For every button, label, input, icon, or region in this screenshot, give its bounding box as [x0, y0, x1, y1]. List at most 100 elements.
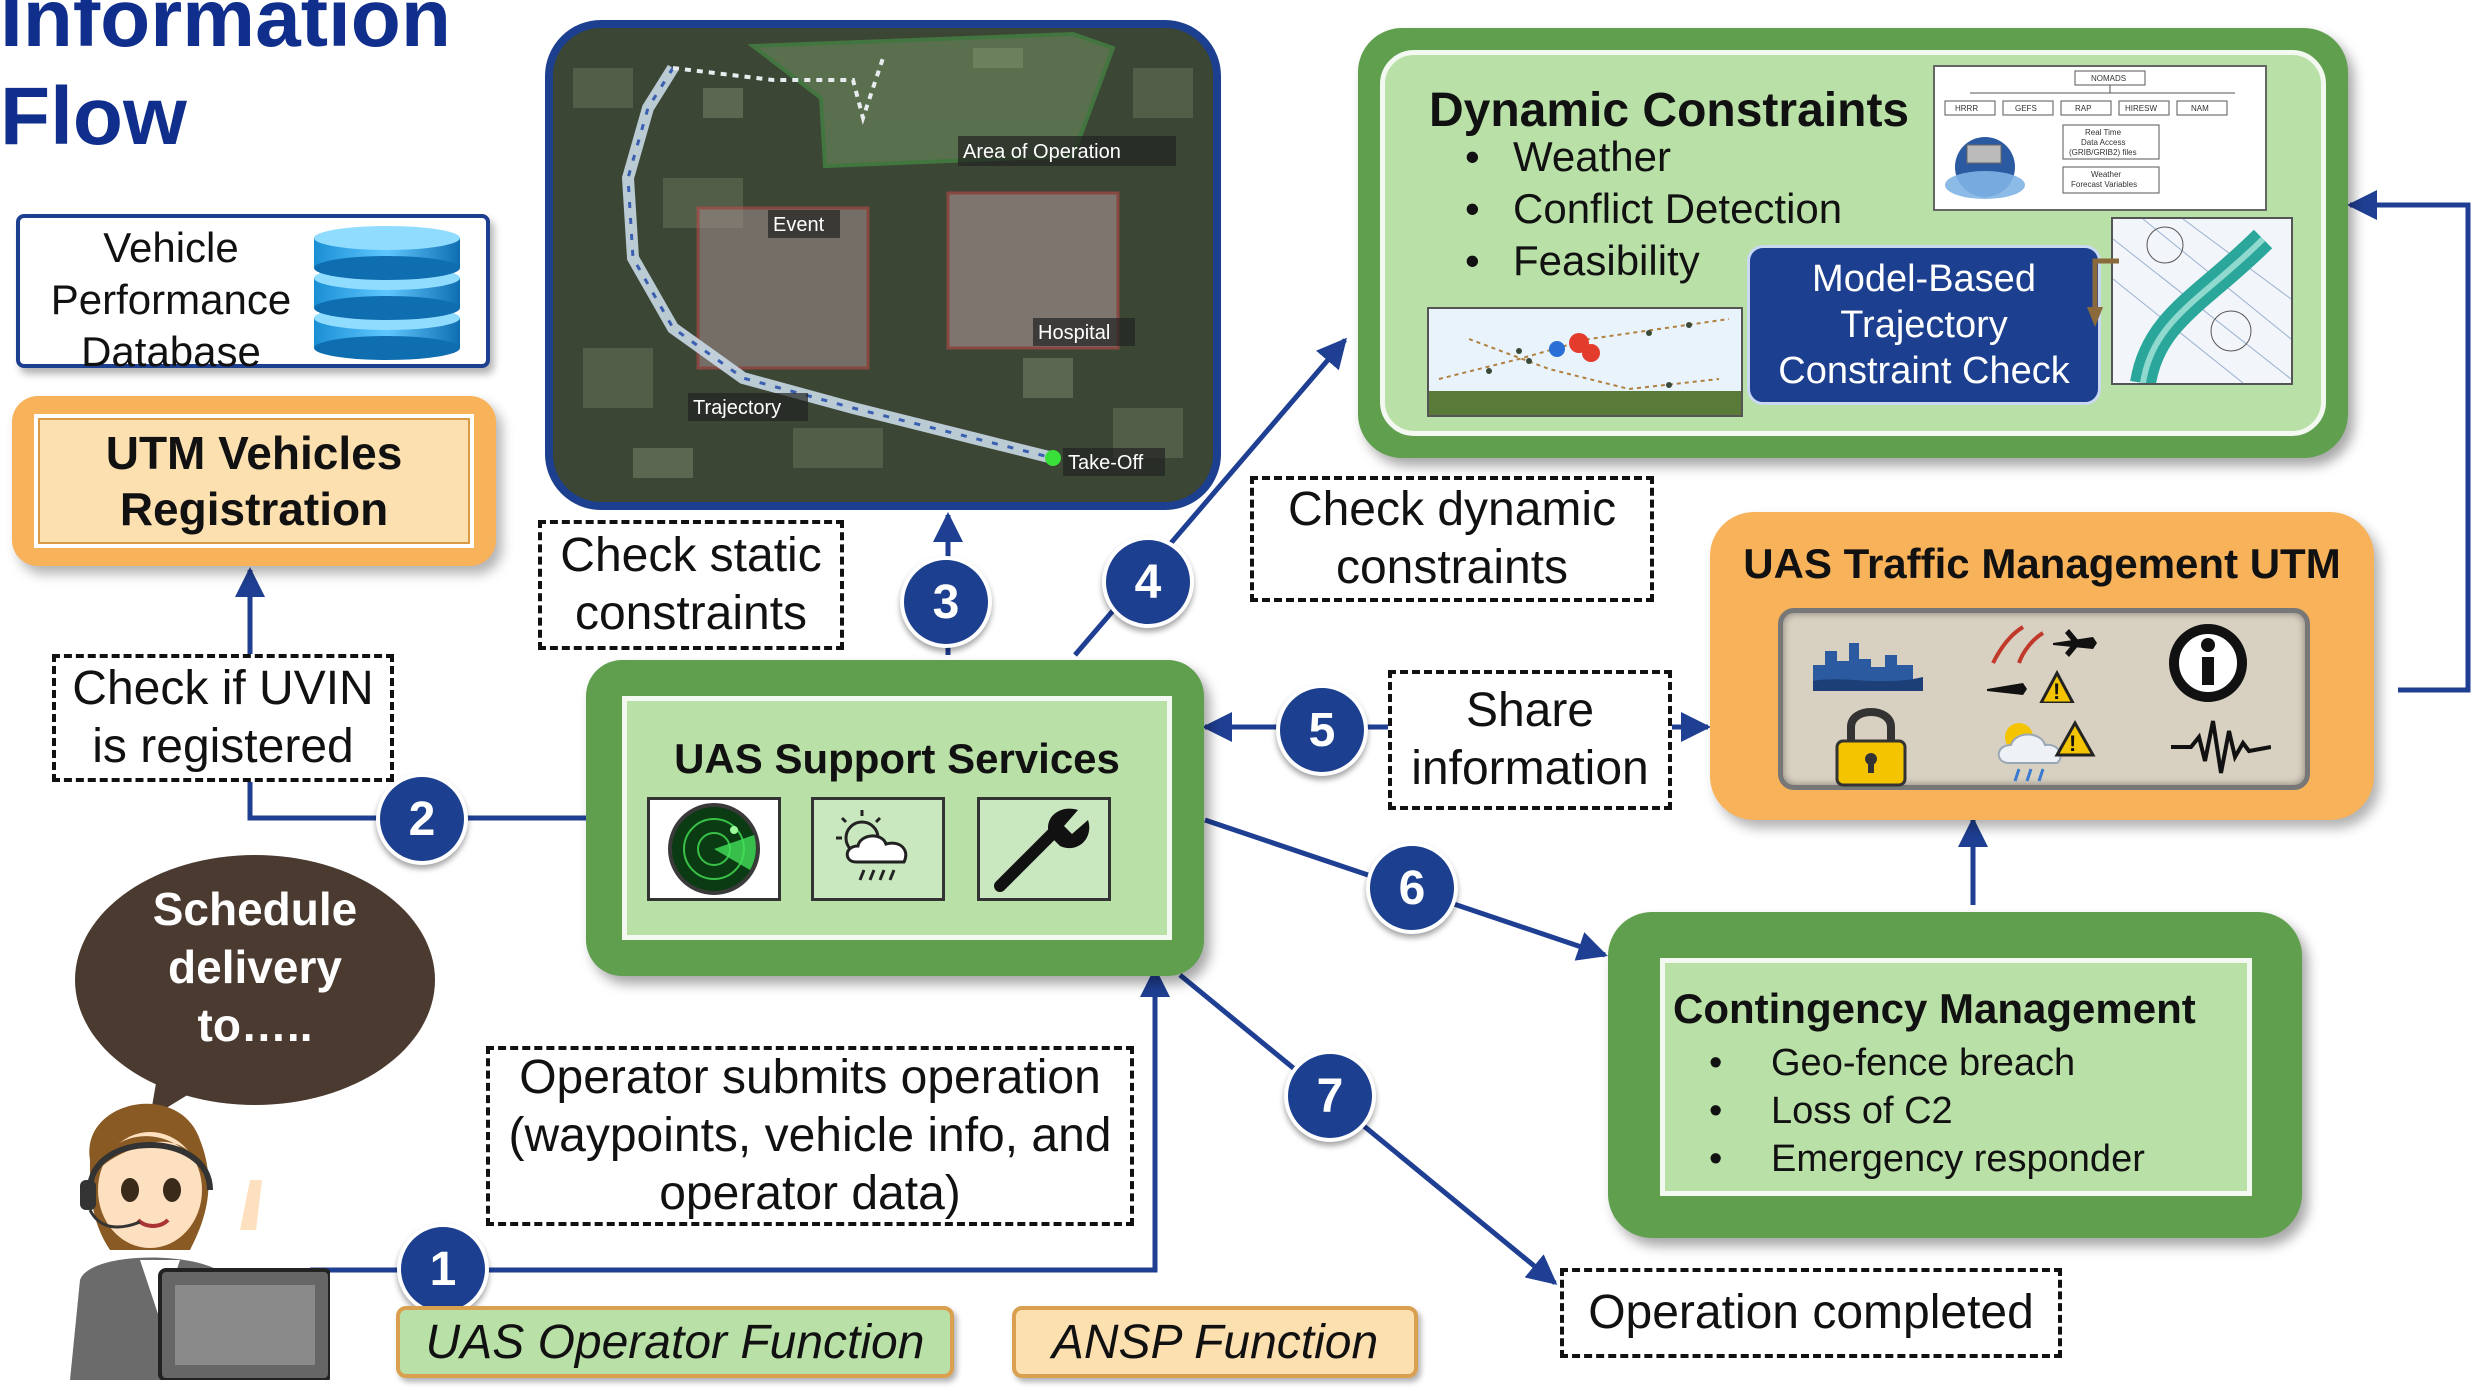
check-uvin-line-2: is registered	[92, 720, 354, 773]
contingency-title: Contingency Management	[1673, 985, 2196, 1032]
legend-ansp-function: ANSP Function	[1012, 1306, 1418, 1378]
vehicle-performance-database: Vehicle Performance Database	[16, 214, 490, 375]
nomads-rt-2: Data Access	[2081, 138, 2125, 147]
vehicle-db-line-2: Performance	[50, 276, 292, 323]
nomads-child-4: HIRESW	[2125, 104, 2157, 113]
page-title: Information Flow	[0, 0, 451, 166]
svg-text:!: !	[2069, 731, 2076, 756]
satellite-map-image: Area of Operation Event Hospital Traject…	[553, 28, 1213, 502]
model-line-3: Constraint Check	[1778, 350, 2070, 392]
weather-warning-icon: !	[1997, 719, 2096, 782]
registration-line-1: UTM Vehicles	[105, 427, 403, 479]
utm-icon-panel: ! !	[1778, 608, 2310, 790]
nomads-child-2: GEFS	[2015, 104, 2037, 113]
bubble-line-1: Schedule	[152, 883, 358, 935]
nomads-wf-1: Weather	[2091, 170, 2121, 179]
support-services-title: UAS Support Services	[674, 735, 1120, 782]
operation-area-map: Area of Operation Event Hospital Traject…	[545, 20, 1221, 510]
contingency-item-c2: Loss of C2	[1709, 1087, 2145, 1135]
check-static-line-2: constraints	[574, 587, 808, 640]
bubble-line-2: delivery	[168, 941, 342, 993]
model-line-2: Trajectory	[1840, 304, 2008, 346]
share-line-2: information	[1411, 742, 1649, 795]
contingency-list: Geo-fence breach Loss of C2 Emergency re…	[1709, 1039, 2145, 1183]
speech-bubble-text: Schedule delivery to…..	[100, 880, 410, 1054]
signal-waveform-icon	[2171, 720, 2271, 774]
operator-submits-label: Operator submits operation(waypoints, ve…	[486, 1046, 1134, 1226]
title-line-2: Flow	[0, 71, 187, 162]
contingency-management-panel: Contingency Management Geo-fence breach …	[1608, 912, 2302, 1238]
radar-icon	[647, 797, 781, 901]
step-5-badge: 5	[1276, 684, 1368, 776]
map-label-takeoff: Take-Off	[1068, 452, 1144, 474]
bubble-line-3: to…..	[197, 999, 313, 1051]
operator-line-2: (waypoints, vehicle info, and	[508, 1109, 1112, 1162]
step-1-badge: 1	[397, 1223, 489, 1315]
step-7-badge: 7	[1284, 1050, 1376, 1142]
step-6-badge: 6	[1366, 842, 1458, 934]
nomads-child-5: NAM	[2191, 104, 2209, 113]
operator-line-3: operator data)	[659, 1167, 961, 1220]
dynamic-constraints-title: Dynamic Constraints	[1429, 84, 1910, 137]
arrow-1	[310, 967, 1170, 1273]
dynamic-constraints-list: Weather Conflict Detection Feasibility	[1465, 131, 1842, 287]
check-dynamic-line-1: Check dynamic	[1287, 483, 1617, 536]
nomads-wf-2: Forecast Variables	[2071, 180, 2137, 189]
model-line-1: Model-Based	[1812, 258, 2036, 300]
contingency-item-responder: Emergency responder	[1709, 1135, 2145, 1183]
contingency-item-geofence: Geo-fence breach	[1709, 1039, 2145, 1087]
nomads-root: NOMADS	[2091, 74, 2126, 83]
title-line-1: Information	[0, 0, 451, 64]
arrow-2	[235, 567, 590, 821]
nomads-rt-1: Real Time	[2085, 128, 2122, 137]
conflict-detection-thumbnail	[1427, 307, 1743, 417]
model-based-trajectory-box: Model-Based Trajectory Constraint Check	[1747, 245, 2101, 405]
wrench-icon	[977, 797, 1111, 901]
map-label-area: Area of Operation	[963, 141, 1121, 163]
utm-vehicles-registration: UTM Vehicles Registration	[12, 396, 496, 566]
step-4-badge: 4	[1102, 536, 1194, 628]
lock-icon	[1835, 708, 1907, 787]
map-label-hospital: Hospital	[1038, 322, 1110, 344]
nomads-child-3: RAP	[2075, 104, 2091, 113]
vehicle-db-line-1: Vehicle	[103, 224, 239, 271]
svg-text:!: !	[2053, 679, 2060, 703]
flow-arrow-icon	[2087, 258, 2119, 327]
speech-bubble	[75, 855, 435, 1118]
operator-line-1: Operator submits operation	[519, 1051, 1101, 1104]
legend-uas-operator-function: UAS Operator Function	[396, 1306, 954, 1378]
vehicle-db-line-3: Database	[81, 328, 261, 375]
database-icon	[314, 226, 460, 360]
dynamic-item-conflict: Conflict Detection	[1465, 183, 1842, 235]
info-icon	[2169, 624, 2247, 702]
nomads-child-1: HRRR	[1955, 104, 1978, 113]
map-label-trajectory: Trajectory	[693, 397, 781, 419]
check-uvin-line-1: Check if UVIN	[72, 662, 374, 715]
weather-icon	[811, 797, 945, 901]
uas-support-services-panel: UAS Support Services	[586, 660, 1204, 976]
air-traffic-icon: !	[1987, 625, 2097, 703]
step-2-badge: 2	[376, 773, 468, 865]
trajectory-corridor-thumbnail	[2111, 217, 2293, 386]
dynamic-constraints-panel: Dynamic Constraints Weather Conflict Det…	[1358, 28, 2348, 458]
dynamic-item-weather: Weather	[1465, 131, 1842, 183]
city-skyline-icon	[1813, 643, 1923, 691]
dynamic-item-feasibility: Feasibility	[1465, 235, 1842, 287]
operation-completed-text: Operation completed	[1588, 1286, 2034, 1339]
operation-completed-label: Operation completed	[1560, 1268, 2062, 1358]
registration-line-2: Registration	[119, 483, 389, 535]
utm-title: UAS Traffic Management UTM	[1743, 540, 2341, 587]
nomads-rt-3: (GRIB/GRIB2) files	[2069, 148, 2137, 157]
operator-avatar	[70, 1103, 330, 1380]
step-3-badge: 3	[900, 556, 992, 648]
check-dynamic-line-2: constraints	[1335, 541, 1569, 594]
arrow-7	[1178, 973, 1558, 1285]
uas-traffic-management-panel: UAS Traffic Management UTM !	[1710, 512, 2374, 820]
map-label-event: Event	[773, 214, 825, 236]
nomads-diagram-thumbnail: NOMADS HRRR GEFS RAP HIRESW NAM Real Tim…	[1933, 65, 2267, 211]
arrow-utm-to-dynamic	[2347, 190, 2471, 693]
